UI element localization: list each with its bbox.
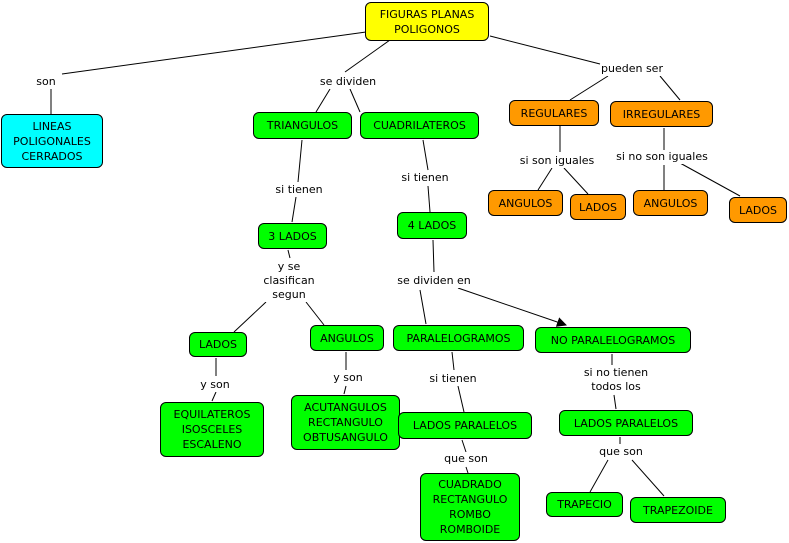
link-si-no-tienen-todos-los: si no tienen todos los	[583, 366, 649, 394]
node-4-lados[interactable]: 4 LADOS	[397, 212, 467, 239]
node-angulos-triangulos[interactable]: ANGULOS	[310, 325, 384, 351]
link-se-dividen-en: se dividen en	[397, 274, 471, 288]
link-pueden-ser: pueden ser	[601, 62, 663, 76]
node-triangulos[interactable]: TRIANGULOS	[253, 112, 352, 139]
node-irregulares[interactable]: IRREGULARES	[610, 101, 713, 127]
link-si-son-iguales: si son iguales	[519, 154, 595, 168]
node-figuras-planas-poligonos[interactable]: FIGURAS PLANAS POLIGONOS	[365, 2, 489, 41]
node-regulares[interactable]: REGULARES	[509, 100, 599, 126]
node-cuadrilateros[interactable]: CUADRILATEROS	[360, 112, 479, 139]
link-si-tienen-cuadrilateros: si tienen	[401, 171, 449, 185]
node-cuadrado-rectangulo-rombo-romboide[interactable]: CUADRADO RECTANGULO ROMBO ROMBOIDE	[420, 473, 520, 541]
node-lados-regulares[interactable]: LADOS	[570, 194, 626, 220]
node-trapecio[interactable]: TRAPECIO	[546, 492, 623, 517]
node-angulos-regulares[interactable]: ANGULOS	[488, 190, 563, 216]
link-y-son-lados: y son	[200, 378, 230, 392]
link-y-son-angulos: y son	[333, 371, 363, 385]
link-y-se-clasifican-segun: y se clasifican segun	[263, 260, 315, 302]
node-no-paralelogramos[interactable]: NO PARALELOGRAMOS	[535, 327, 691, 353]
node-trapezoide[interactable]: TRAPEZOIDE	[630, 497, 726, 523]
node-acutangulos-rectangulo-obtusangulo[interactable]: ACUTANGULOS RECTANGULO OBTUSANGULO	[291, 395, 400, 450]
link-son: son	[36, 75, 56, 89]
node-lados-paralelos-paralelogramos[interactable]: LADOS PARALELOS	[398, 412, 532, 439]
node-lados-triangulos[interactable]: LADOS	[189, 332, 247, 357]
link-se-dividen: se dividen	[319, 75, 377, 89]
link-si-no-son-iguales: si no son iguales	[616, 150, 708, 164]
node-lados-paralelos-no-paralelogramos[interactable]: LADOS PARALELOS	[559, 410, 693, 436]
link-que-son-no-paralelogramos: que son	[599, 445, 643, 459]
node-paralelogramos[interactable]: PARALELOGRAMOS	[393, 325, 524, 351]
node-angulos-irregulares[interactable]: ANGULOS	[633, 190, 708, 216]
node-lados-irregulares[interactable]: LADOS	[729, 197, 787, 223]
node-lineas-poligonales-cerrados[interactable]: LINEAS POLIGONALES CERRADOS	[1, 114, 103, 168]
link-si-tienen-paralelogramos: si tienen	[429, 372, 477, 386]
node-equilateros-isosceles-escaleno[interactable]: EQUILATEROS ISOSCELES ESCALENO	[160, 402, 264, 457]
link-que-son-paralelogramos: que son	[444, 452, 488, 466]
node-3-lados[interactable]: 3 LADOS	[258, 223, 327, 249]
link-si-tienen-triangulos: si tienen	[275, 183, 323, 197]
